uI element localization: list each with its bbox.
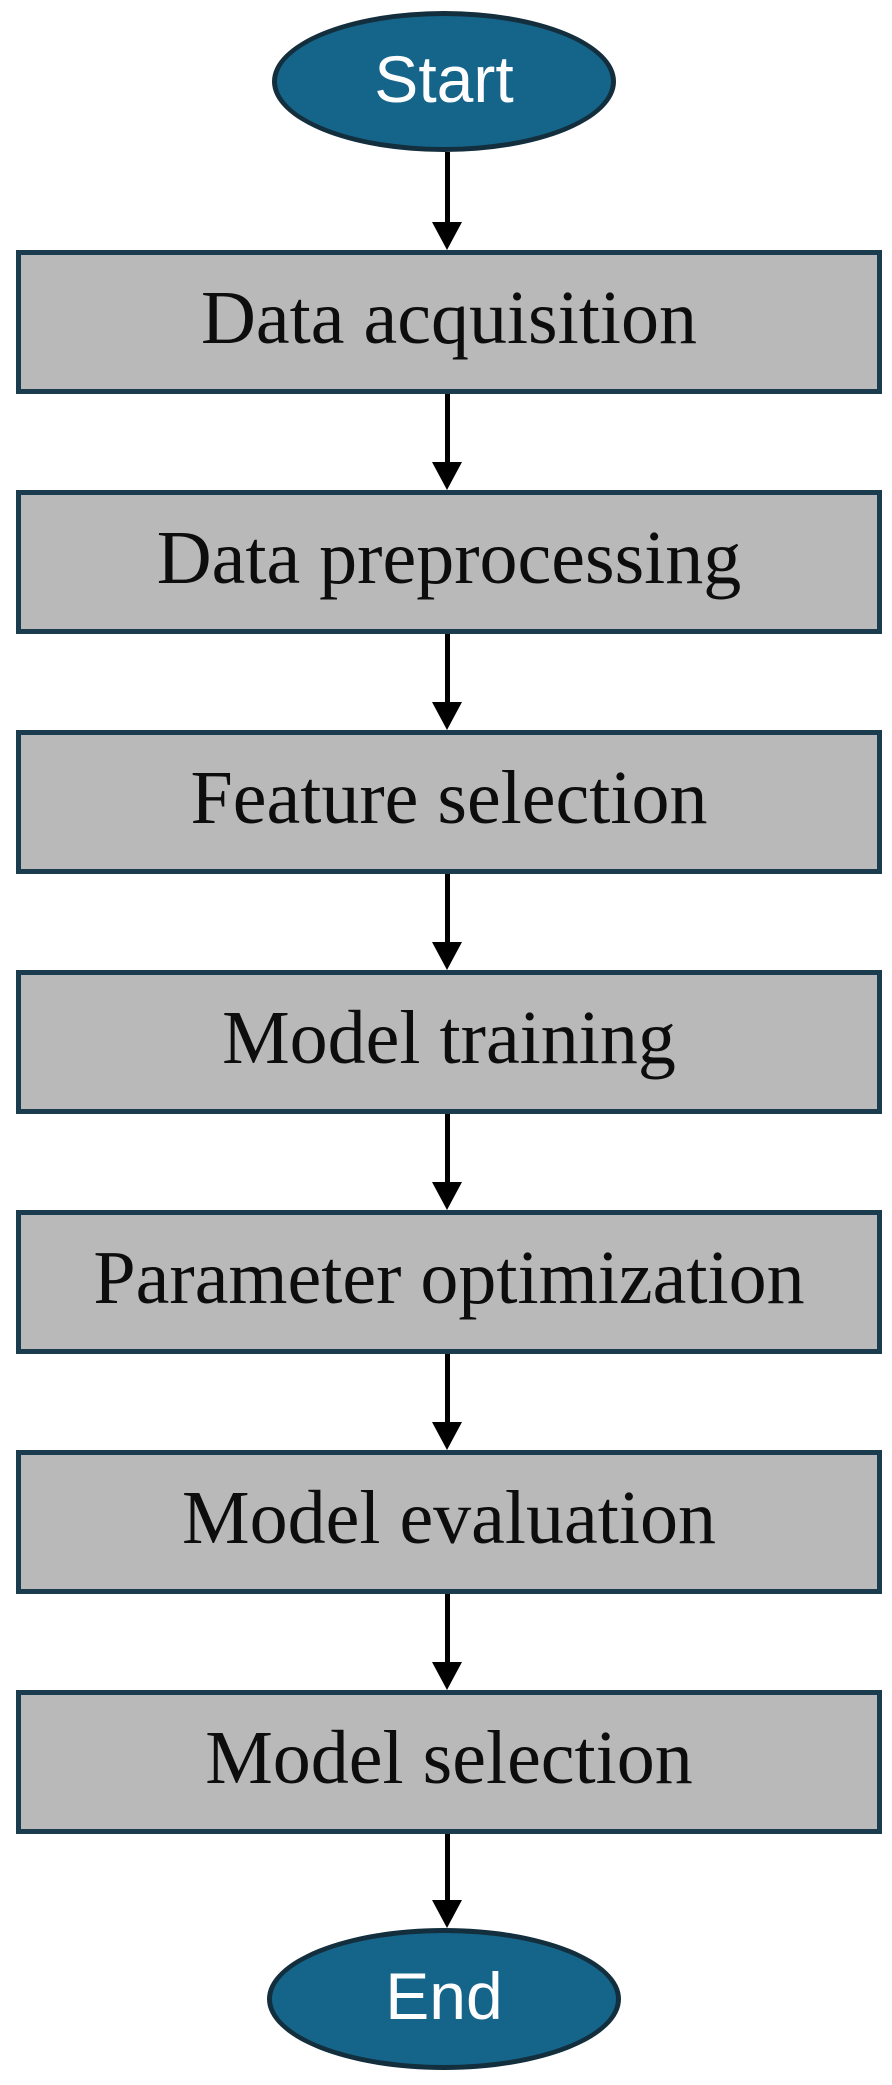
arrow-down-icon — [432, 1182, 462, 1210]
arrow-shaft — [444, 1594, 450, 1662]
step-label: Data acquisition — [201, 276, 697, 360]
arrow-shaft — [444, 1354, 450, 1422]
flow-arrow-6 — [432, 1354, 462, 1450]
step-model-training: Model training — [16, 970, 882, 1114]
arrow-down-icon — [432, 1662, 462, 1690]
flow-arrow-4 — [432, 874, 462, 970]
flow-arrow-7 — [432, 1594, 462, 1690]
step-data-preprocessing: Data preprocessing — [16, 490, 882, 634]
arrow-shaft — [444, 1834, 450, 1900]
step-label: Model training — [222, 996, 676, 1080]
end-node: End — [267, 1928, 621, 2070]
step-label: Parameter optimization — [93, 1236, 805, 1320]
flow-arrow-8 — [432, 1834, 462, 1928]
step-label: Data preprocessing — [156, 516, 742, 600]
arrow-down-icon — [432, 222, 462, 250]
step-label: Model selection — [205, 1716, 693, 1800]
flow-arrow-3 — [432, 634, 462, 730]
arrow-shaft — [444, 394, 450, 462]
step-model-selection: Model selection — [16, 1690, 882, 1834]
arrow-shaft — [444, 634, 450, 702]
arrow-down-icon — [432, 1900, 462, 1928]
flow-arrow-5 — [432, 1114, 462, 1210]
start-node: Start — [272, 11, 616, 152]
step-label: Feature selection — [190, 756, 708, 840]
step-label: Model evaluation — [182, 1476, 716, 1560]
arrow-shaft — [444, 874, 450, 942]
step-feature-selection: Feature selection — [16, 730, 882, 874]
step-model-evaluation: Model evaluation — [16, 1450, 882, 1594]
step-data-acquisition: Data acquisition — [16, 250, 882, 394]
arrow-down-icon — [432, 462, 462, 490]
arrow-shaft — [444, 152, 450, 222]
arrow-down-icon — [432, 1422, 462, 1450]
arrow-shaft — [444, 1114, 450, 1182]
start-node-label: Start — [374, 41, 514, 116]
end-node-label: End — [385, 1959, 503, 2033]
arrow-down-icon — [432, 942, 462, 970]
arrow-down-icon — [432, 702, 462, 730]
step-parameter-optimization: Parameter optimization — [16, 1210, 882, 1354]
flow-arrow-2 — [432, 394, 462, 490]
flow-arrow-1 — [432, 152, 462, 250]
